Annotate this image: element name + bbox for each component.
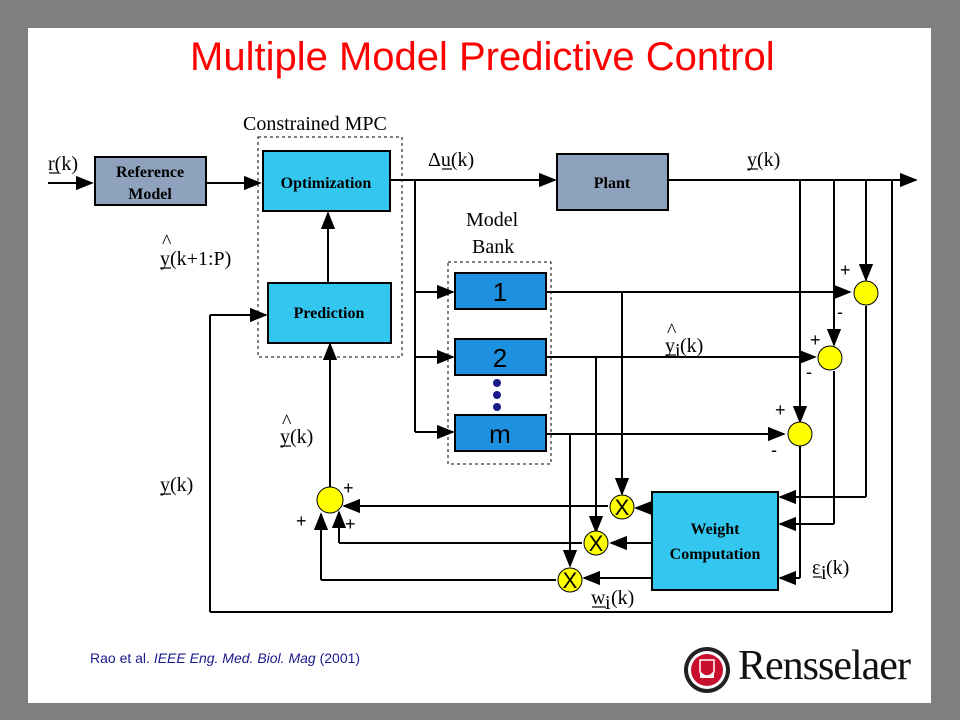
junction1-plus: + (840, 260, 851, 280)
junction2-plus: + (810, 330, 821, 350)
plant-label: Plant (594, 175, 631, 192)
citation-authors: Rao et al. (90, 650, 150, 666)
rensselaer-seal-icon (684, 647, 730, 693)
citation-year: (2001) (319, 650, 361, 666)
junction3-plus: + (775, 400, 786, 420)
model-label-m: m (489, 419, 511, 449)
model-prediction-label-y: y (665, 335, 675, 357)
predicted-horizon-label: y(k+1:P) (160, 248, 231, 270)
optimization-label: Optimization (281, 175, 372, 192)
model-prediction-label-sub: i (675, 340, 681, 362)
model-label-1: 1 (493, 277, 507, 307)
plant-output-label: y(k) (747, 149, 780, 171)
model-block-m (454, 414, 547, 452)
prediction-block (267, 282, 392, 344)
page-title: Multiple Model Predictive Control (190, 35, 775, 79)
reference-signal-label: r(k) (48, 153, 78, 175)
logo-wordmark: Rensselaer (738, 643, 911, 689)
multiplier-3-symbol: X (563, 568, 578, 593)
reference-model-label-line2: Model (128, 186, 172, 203)
weight-computation-label-line1: Weight (691, 521, 741, 538)
model-block-2 (454, 338, 547, 376)
model-bank-group (447, 261, 552, 465)
plant-block (556, 153, 669, 211)
prediction-label: Prediction (294, 305, 365, 322)
yhat-hat: ^ (282, 411, 292, 433)
model-label-2: 2 (493, 343, 507, 373)
junction1-minus: - (837, 302, 843, 322)
model-prediction-label-k: (k) (680, 335, 703, 357)
weight-computation-block (651, 491, 779, 591)
yhat-horizon-hat: ^ (162, 231, 172, 253)
feedback-output-label: y(k) (160, 474, 193, 496)
junction2-minus: - (806, 362, 812, 382)
optimization-block (262, 150, 391, 212)
error-label-sub: i (821, 562, 827, 584)
multiplier-1-symbol: X (615, 495, 630, 520)
weight-label-w: w (591, 587, 606, 609)
model-block-1 (454, 272, 547, 310)
weighted-prediction-label: y(k) (280, 426, 313, 448)
summing-junctions (316, 280, 879, 514)
weight-label-k: (k) (611, 587, 634, 609)
reference-model-label-line1: Reference (116, 164, 184, 181)
model-bank-label-line1: Model (466, 209, 519, 231)
yhat-i-hat: ^ (667, 320, 677, 342)
reference-model-block (94, 156, 207, 206)
control-move-label: Δu(k) (428, 149, 474, 171)
error-label-eps: ε (812, 557, 820, 579)
junction3-minus: - (771, 440, 777, 460)
citation: Rao et al. IEEE Eng. Med. Biol. Mag (200… (90, 650, 360, 666)
error-label-k: (k) (826, 557, 849, 579)
signal-wires (48, 172, 918, 613)
sum-plus-top: + (343, 478, 354, 498)
rensselaer-logo: Rensselaer (683, 643, 923, 696)
model-bank-label-line2: Bank (472, 236, 514, 258)
multiplier-nodes (557, 494, 635, 593)
weight-label-sub: i (605, 592, 611, 614)
ellipsis-dots (493, 379, 501, 411)
weight-computation-label-line2: Computation (670, 546, 761, 563)
multiplier-2-symbol: X (589, 531, 604, 556)
constrained-mpc-group (257, 136, 403, 358)
sum-plus-right: + (345, 514, 356, 534)
sum-plus-left: + (296, 511, 307, 531)
citation-journal: IEEE Eng. Med. Biol. Mag (153, 650, 316, 666)
constrained-mpc-label: Constrained MPC (243, 113, 387, 135)
